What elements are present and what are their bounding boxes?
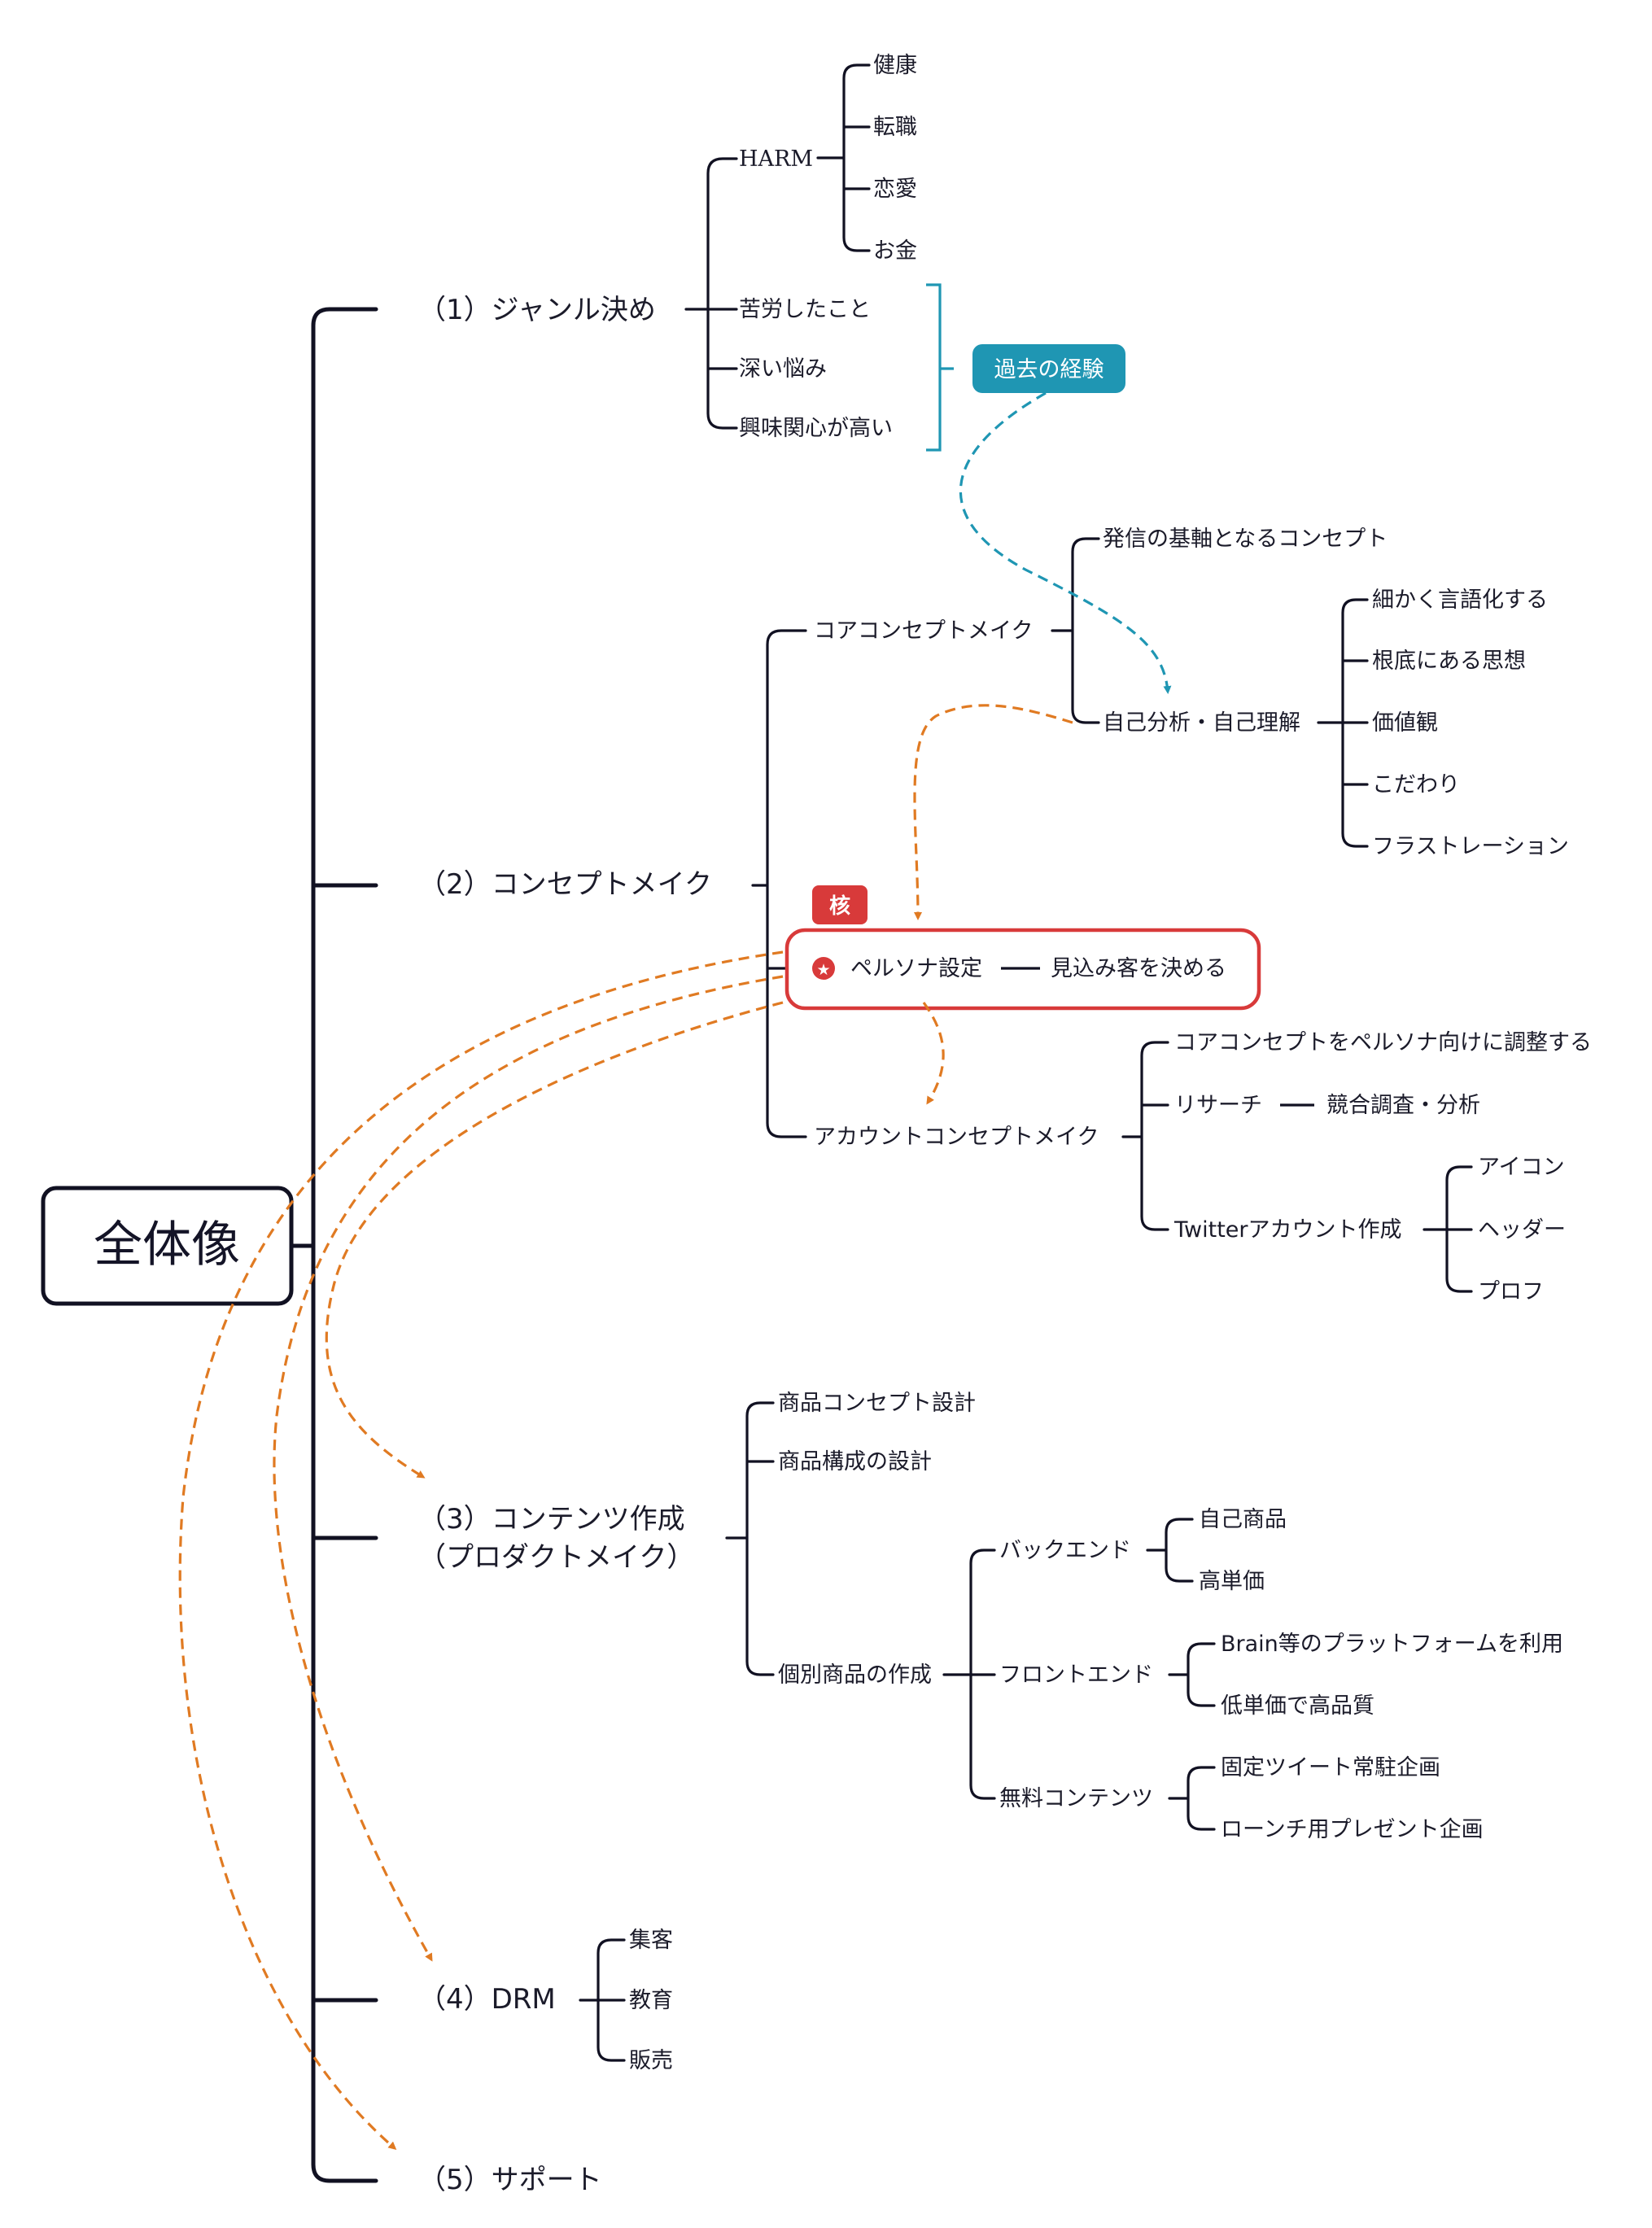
contents-bracket xyxy=(725,1401,775,1676)
account-bracket xyxy=(1121,1041,1169,1231)
harm-bracket xyxy=(816,63,871,252)
harm-item[interactable]: お金 xyxy=(873,238,917,264)
harm-item[interactable]: 健康 xyxy=(873,53,917,78)
persona-label: ペルソナ設定 xyxy=(850,956,982,981)
drm-label[interactable]: （4）DRM xyxy=(418,1983,556,2016)
support-label[interactable]: （5）サポート xyxy=(418,2164,602,2196)
individual-bracket xyxy=(942,1549,996,1800)
frontend-bracket xyxy=(1168,1642,1216,1707)
core-bracket xyxy=(1051,537,1100,724)
core-item[interactable]: 発信の基軸となるコンセプト xyxy=(1103,526,1388,552)
core-concept-label[interactable]: コアコンセプトメイク xyxy=(814,618,1033,644)
harm-item[interactable]: 恋愛 xyxy=(873,177,917,202)
account-concept-label[interactable]: アカウントコンセプトメイク xyxy=(814,1125,1099,1150)
free-item[interactable]: ローンチ用プレゼント企画 xyxy=(1221,1817,1484,1842)
persona-to-account-arrow xyxy=(922,1002,945,1105)
root-label: 全体像 xyxy=(94,1217,240,1273)
individual-item[interactable]: フロントエンド xyxy=(999,1662,1153,1688)
twitter-item[interactable]: ヘッダー xyxy=(1478,1217,1566,1243)
genre-bracket xyxy=(684,157,738,430)
drm-item[interactable]: 集客 xyxy=(629,1928,673,1953)
callout-badge[interactable]: 過去の経験 xyxy=(972,344,1125,393)
individual-item[interactable]: バックエンド xyxy=(999,1538,1131,1563)
twitter-bracket xyxy=(1423,1165,1473,1293)
core-item[interactable]: 自己分析・自己理解 xyxy=(1103,710,1300,736)
contents-item[interactable]: 商品コンセプト設計 xyxy=(778,1391,976,1416)
star-glyph: ★ xyxy=(816,961,830,979)
genre-item[interactable]: 興味関心が高い xyxy=(739,416,893,441)
persona-to-support-arrow xyxy=(178,950,784,2150)
harm-label[interactable]: HARM xyxy=(739,146,813,172)
backend-item[interactable]: 自己商品 xyxy=(1199,1507,1287,1532)
core-tag-label: 核 xyxy=(829,893,850,919)
twitter-item[interactable]: プロフ xyxy=(1478,1279,1544,1304)
core-tag: 核 xyxy=(812,885,868,924)
drm-bracket xyxy=(579,1938,626,2062)
frontend-item[interactable]: Brain等のプラットフォームを利用 xyxy=(1221,1632,1563,1657)
frontend-item[interactable]: 低単価で高品質 xyxy=(1221,1693,1374,1719)
account-item[interactable]: リサーチ xyxy=(1174,1093,1262,1118)
summary-bracket xyxy=(926,283,954,452)
harm-item[interactable]: 転職 xyxy=(873,115,917,140)
self-to-persona-arrow xyxy=(913,704,1073,920)
free-bracket xyxy=(1168,1766,1216,1831)
self-bracket xyxy=(1317,598,1369,848)
callout-label: 過去の経験 xyxy=(994,357,1104,382)
star-icon xyxy=(812,957,835,980)
genre-item[interactable]: 深い悩み xyxy=(739,356,827,382)
individual-item[interactable]: 無料コンテンツ xyxy=(999,1786,1153,1811)
self-item[interactable]: フラストレーション xyxy=(1372,834,1569,859)
contents-label-line2[interactable]: （プロダクトメイク） xyxy=(418,1541,694,1574)
backend-bracket xyxy=(1146,1518,1194,1583)
contents-label-line1[interactable]: （3）コンテンツ作成 xyxy=(418,1503,685,1536)
concept-label[interactable]: （2）コンセプトメイク xyxy=(418,868,712,901)
contents-item[interactable]: 商品構成の設計 xyxy=(778,1449,932,1474)
contents-item[interactable]: 個別商品の作成 xyxy=(778,1662,932,1688)
experience-arrow xyxy=(959,391,1172,694)
self-item[interactable]: 細かく言語化する xyxy=(1372,588,1548,613)
self-item[interactable]: 根底にある思想 xyxy=(1372,649,1526,674)
persona-to-drm-arrow xyxy=(273,975,784,1962)
account-item[interactable]: Twitterアカウント作成 xyxy=(1173,1217,1402,1243)
twitter-item[interactable]: アイコン xyxy=(1478,1155,1565,1180)
persona-to-contents-arrow xyxy=(325,1001,784,1479)
self-item[interactable]: こだわり xyxy=(1372,772,1460,797)
self-item[interactable]: 価値観 xyxy=(1372,710,1438,736)
drm-item[interactable]: 教育 xyxy=(629,1988,673,2013)
free-item[interactable]: 固定ツイート常駐企画 xyxy=(1221,1755,1440,1780)
root-node[interactable]: 全体像 xyxy=(41,1186,294,1306)
genre-label[interactable]: （1）ジャンル決め xyxy=(418,294,656,326)
persona-child: 見込み客を決める xyxy=(1051,956,1226,981)
drm-item[interactable]: 販売 xyxy=(629,2048,673,2073)
concept-bracket xyxy=(751,629,807,1138)
genre-item[interactable]: 苦労したこと xyxy=(739,297,871,322)
main-spine xyxy=(289,307,378,2183)
research-child[interactable]: 競合調査・分析 xyxy=(1326,1093,1480,1118)
backend-item[interactable]: 高単価 xyxy=(1199,1569,1265,1594)
account-item[interactable]: コアコンセプトをペルソナ向けに調整する xyxy=(1174,1030,1592,1055)
persona-node[interactable]: ★ ペルソナ設定 見込み客を決める xyxy=(784,928,1261,1011)
